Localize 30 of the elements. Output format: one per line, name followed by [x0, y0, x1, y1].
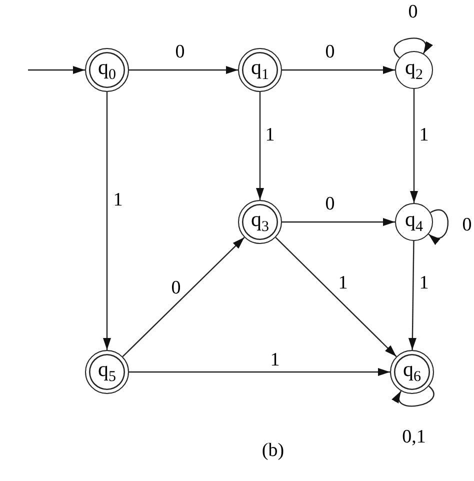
accept-state-circle	[390, 350, 434, 394]
accept-state-circle	[85, 48, 129, 92]
state-name: q$_{5}$	[98, 358, 116, 386]
accept-state-circle	[238, 48, 282, 92]
accept-state-circle	[85, 350, 129, 394]
state-circle	[395, 203, 433, 241]
transition-arrow	[408, 241, 416, 350]
accept-state-circle	[238, 200, 282, 244]
transition-arrow	[129, 66, 238, 74]
state-circle	[395, 51, 433, 89]
transition-arrow	[103, 92, 111, 350]
self-loop-arrow	[393, 386, 434, 407]
self-loop-arrow	[394, 38, 432, 58]
edge-label: 0,1	[401, 428, 427, 446]
transition-arrow	[275, 237, 397, 357]
state-name: q$_{2}$	[405, 56, 423, 84]
transition-arrow	[282, 218, 395, 226]
transition-arrow	[122, 236, 245, 358]
transition-arrow	[410, 89, 418, 203]
state-name: q$_{6}$	[403, 358, 421, 386]
transition-arrow	[28, 66, 85, 74]
state-name: q$_{4}$	[405, 208, 423, 236]
state-name: q$_{0}$	[98, 56, 116, 84]
transition-arrow	[256, 92, 264, 200]
state-name: q$_{3}$	[251, 208, 269, 236]
self-loop-arrow	[428, 210, 448, 244]
transition-arrow	[282, 66, 395, 74]
caption: (b)	[262, 440, 284, 462]
state-name: q$_{1}$	[251, 56, 269, 84]
transition-arrow	[129, 368, 390, 376]
